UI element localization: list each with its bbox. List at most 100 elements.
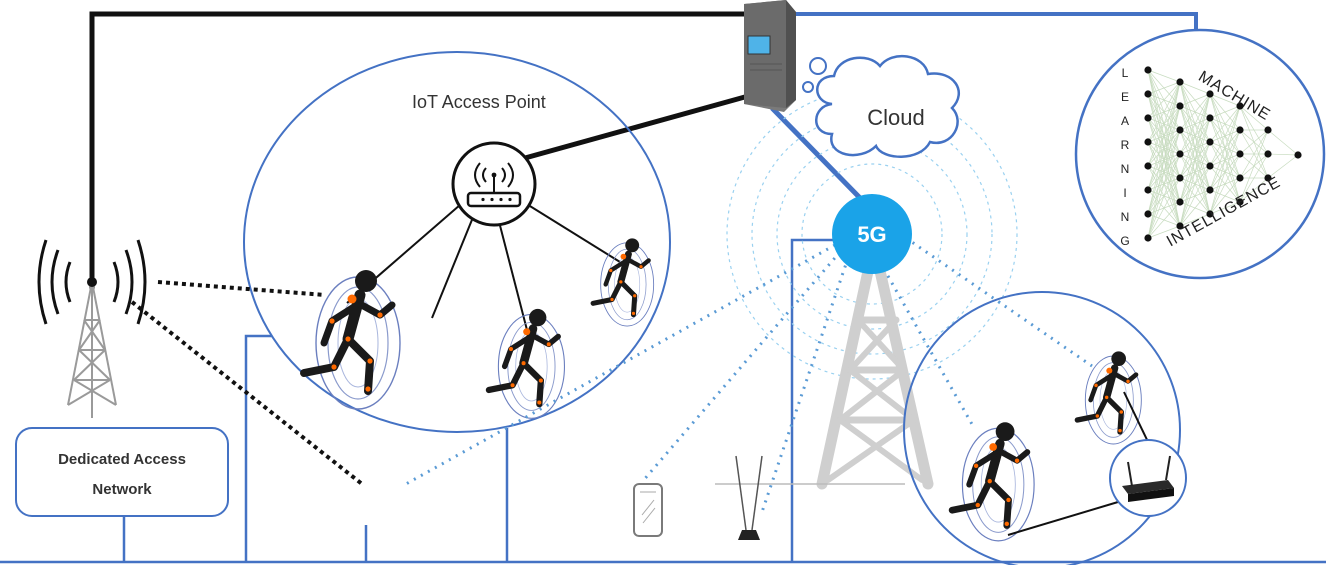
neural-link [1147,177,1181,239]
neural-link [1267,129,1299,156]
cell-tower-icon [37,239,147,418]
neural-node [1176,102,1184,110]
runner-wearable-icon [952,422,1034,541]
cloud-icon [802,54,960,158]
neural-link [1179,165,1211,227]
neural-node [1206,90,1214,98]
neural-node [1144,114,1152,122]
neural-link [1239,129,1269,203]
neural-link [1147,153,1181,239]
dedicated-access-network-label-line2: Network [92,481,152,498]
dedicated-access-network-label-line1: Dedicated Access [58,451,186,468]
neural-link [1209,201,1241,215]
iot-access-point-zone [243,51,671,433]
neural-link [1267,154,1299,179]
neural-link [1209,129,1241,215]
neural-link [1147,129,1181,239]
neural-node [1176,222,1184,230]
neural-node [1176,78,1184,86]
neural-link [1179,93,1211,227]
learning-letter: R [1121,138,1130,152]
neural-link [1209,93,1241,107]
cell-tower-dotted-links [130,280,364,486]
learning-letter: A [1121,114,1129,128]
neural-link [1267,153,1299,156]
runner-wearable-icon [304,270,400,409]
neural-node [1144,186,1152,194]
neural-node [1144,138,1152,146]
neural-node [1176,174,1184,182]
neural-link [1147,81,1181,191]
neural-link [1179,93,1211,155]
5g-radio-waves [726,88,1018,380]
runner-wearable-icon [1077,351,1141,444]
neural-link [1209,153,1241,215]
neural-node [1176,150,1184,158]
smartphone-icon [633,483,663,537]
neural-node [1144,66,1152,74]
neural-link [1239,129,1269,155]
neural-node [1176,198,1184,206]
home-router-bubble [1109,439,1187,517]
learning-letter: N [1121,210,1130,224]
neural-link [1209,105,1241,215]
neural-node [1236,198,1244,206]
neural-link [1209,105,1241,167]
neural-node [1236,102,1244,110]
neural-link [1147,81,1181,143]
neural-link [1239,153,1269,203]
neural-node [1144,210,1152,218]
neural-link [1147,81,1181,215]
neural-node [1264,126,1272,134]
dedicated-access-network-box [15,427,229,517]
learning-letter: L [1122,66,1129,80]
neural-link [1179,189,1211,227]
neural-link [1179,117,1211,227]
neural-node [1176,126,1184,134]
5g-label: 5G [857,222,886,247]
neural-link [1147,81,1181,167]
neural-node [1236,150,1244,158]
learning-letters: L E A R N I N G [1120,66,1129,248]
neural-link [1147,105,1181,239]
neural-node [1236,126,1244,134]
neural-link [1209,105,1241,143]
learning-letter: N [1121,162,1130,176]
neural-link [1179,93,1211,203]
neural-link [1147,81,1181,95]
neural-node [1294,151,1302,159]
neural-link [1239,177,1269,203]
neural-link [1147,81,1181,239]
cloud-label: Cloud [867,105,924,130]
cable-router-to-server [524,92,753,161]
neural-node [1144,162,1152,170]
neural-link [1179,141,1211,227]
learning-letter: G [1120,234,1129,248]
neural-link [1209,105,1241,191]
5g-dotted-links [405,236,1093,513]
5g-tower-icon [816,256,934,490]
neural-link [1147,225,1181,239]
iot-access-point-label: IoT Access Point [412,92,546,112]
neural-node [1144,90,1152,98]
neural-link [1179,93,1211,107]
neural-link [1147,69,1181,83]
wifi-router-icon [451,141,537,227]
bottom-bus [0,238,1326,564]
neural-node [1236,174,1244,182]
server-icon [744,0,796,112]
5g-badge [832,194,912,274]
neural-network-icon [1144,66,1302,242]
home-router-links [1007,391,1151,536]
neural-node [1206,114,1214,122]
neural-link [1239,105,1269,131]
neural-node [1206,186,1214,194]
neural-node [1264,174,1272,182]
learning-letter: I [1123,186,1126,200]
neural-node [1206,138,1214,146]
neural-link [1147,201,1181,239]
neural-link [1209,177,1241,215]
learning-letter: E [1121,90,1129,104]
home-router-icon [1122,455,1174,502]
neural-node [1264,150,1272,158]
